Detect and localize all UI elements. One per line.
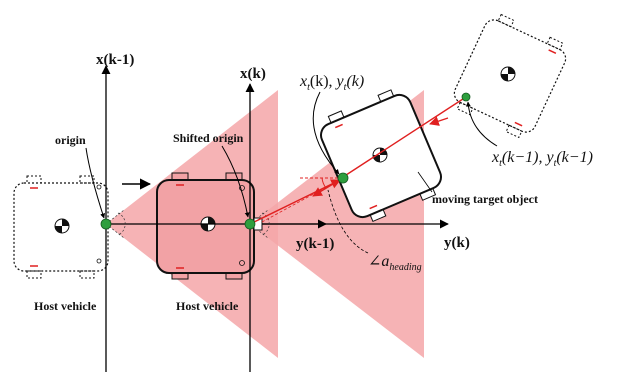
origin-label: origin	[55, 133, 86, 147]
heading-angle-label: ∠aheading	[368, 253, 422, 273]
shifted-origin-dot	[244, 218, 256, 230]
x-axis-curr-label: x(k)	[240, 66, 266, 82]
sensor-beam-2	[249, 209, 270, 239]
target-pos-k-leader	[312, 91, 340, 175]
origin-leader	[85, 147, 105, 219]
host-vehicle-previous	[13, 175, 109, 279]
target-pos-k1-label: xt(k−1),yt(k−1)	[491, 149, 593, 169]
center-of-gravity-icon	[500, 66, 516, 82]
shifted-origin-label: Shifted origin	[173, 131, 244, 145]
target-motion-arrow	[429, 116, 449, 126]
target-vehicle-previous	[453, 13, 567, 139]
center-of-gravity-icon	[54, 218, 70, 234]
target-pos-k-label: xt(k),yt(k)	[299, 73, 364, 93]
heading-angle-arc	[321, 177, 327, 189]
svg-text:xt(k),yt(k): xt(k),yt(k)	[299, 73, 364, 93]
sensor-to-target-line	[261, 177, 344, 223]
heading-leader	[327, 189, 369, 254]
host-vehicle-left-label: Host vehicle	[34, 299, 97, 313]
target-pos-k1-leader	[465, 101, 498, 147]
target-reference-dot	[337, 172, 349, 184]
y-axis-prev-label: y(k-1)	[296, 236, 334, 252]
x-axis-prev-label: x(k-1)	[96, 52, 134, 68]
svg-text:∠aheading: ∠aheading	[368, 253, 422, 273]
sensor-beam-1	[105, 209, 126, 239]
host-vehicle-right-label: Host vehicle	[176, 299, 239, 313]
y-axis-curr-label: y(k)	[444, 235, 470, 251]
target-motion-line	[342, 96, 467, 178]
shifted-origin-leader	[221, 145, 250, 218]
moving-target-label: moving target object	[432, 192, 538, 206]
svg-text:xt(k−1),yt(k−1): xt(k−1),yt(k−1)	[491, 149, 593, 169]
previous-target-reference-dot	[461, 92, 471, 102]
moving-target-leader	[417, 171, 433, 193]
origin-dot	[100, 218, 112, 230]
